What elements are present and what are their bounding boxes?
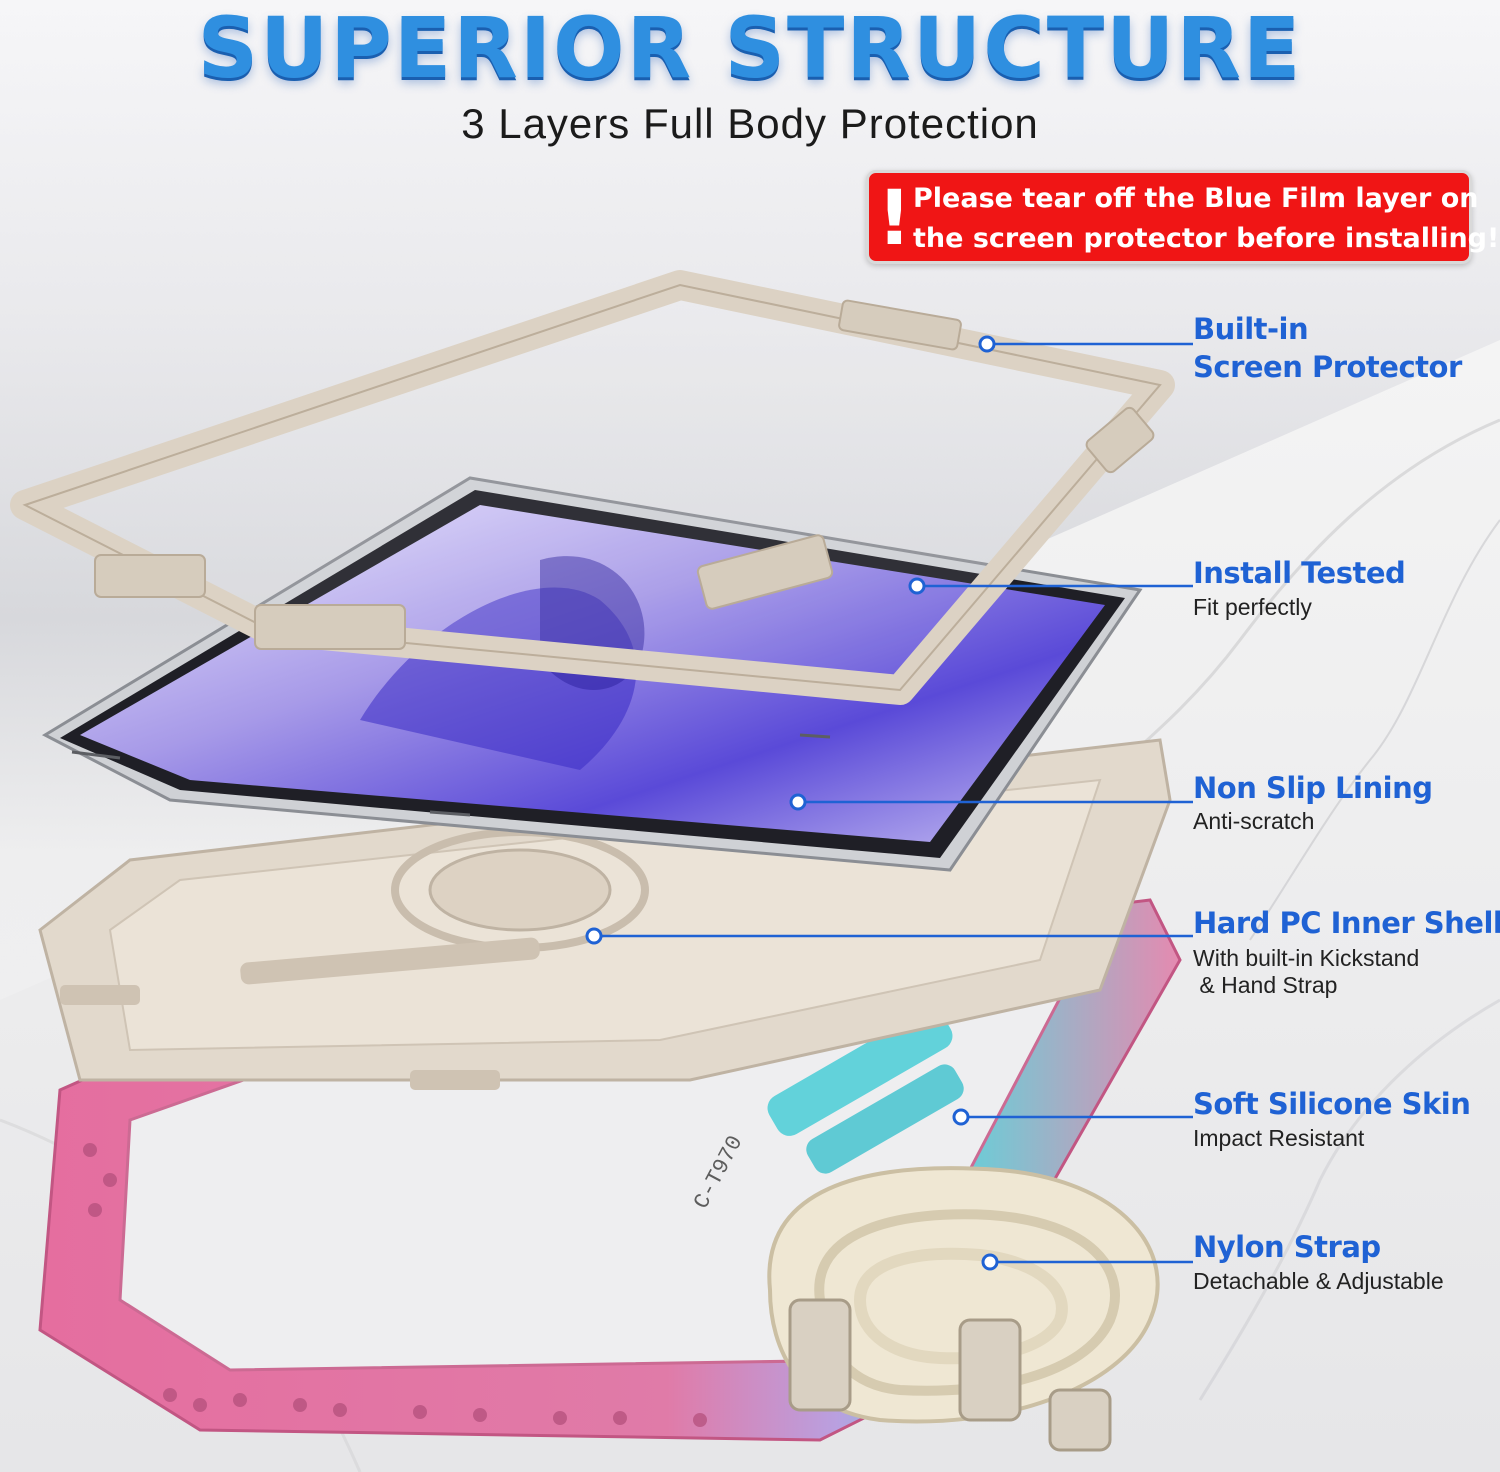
callout-inner-shell-sub-2: & Hand Strap — [1193, 972, 1338, 998]
warning-banner: ! Please tear off the Blue Film layer on… — [866, 170, 1499, 264]
callout-install-tested-title: Install Tested — [1193, 556, 1406, 590]
callout-inner-shell-sub-1: With built-in Kickstand — [1193, 945, 1420, 971]
callout-non-slip-sub: Anti-scratch — [1193, 808, 1315, 834]
callout-install-tested-sub: Fit perfectly — [1193, 594, 1312, 620]
warning-line-1: Please tear off the Blue Film layer on — [913, 183, 1479, 214]
exclamation-icon: ! — [877, 173, 912, 262]
callout-silicone-skin-sub: Impact Resistant — [1193, 1125, 1365, 1151]
callout-screen-protector-title-1: Built-in — [1193, 312, 1309, 346]
page-title: SUPERIOR STRUCTURE — [197, 0, 1303, 97]
callout-non-slip-title: Non Slip Lining — [1193, 771, 1433, 805]
callout-silicone-skin-title: Soft Silicone Skin — [1193, 1087, 1471, 1121]
callout-nylon-strap-title: Nylon Strap — [1193, 1230, 1381, 1264]
callout-screen-protector-title-2: Screen Protector — [1193, 350, 1462, 384]
callout-nylon-strap-sub: Detachable & Adjustable — [1193, 1268, 1444, 1294]
page-subtitle: 3 Layers Full Body Protection — [461, 100, 1039, 147]
nylon-strap — [767, 1166, 1160, 1452]
callout-inner-shell-title: Hard PC Inner Shell — [1193, 906, 1500, 940]
screen-protector-frame — [10, 270, 1175, 705]
product-exploded-view: C-T970 — [10, 270, 1182, 1452]
warning-line-2: the screen protector before installing! — [913, 223, 1500, 254]
